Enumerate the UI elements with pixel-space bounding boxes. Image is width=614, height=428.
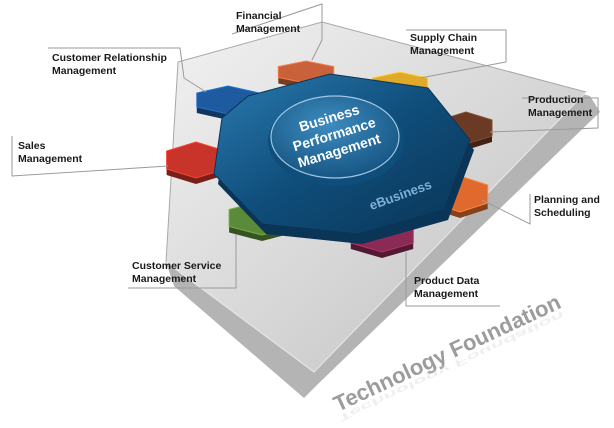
callout-financial: [231, 3, 323, 61]
label-production: Production Management: [528, 94, 592, 120]
label-customer-service: Customer Service Management: [132, 260, 221, 286]
label-financial: Financial Management: [236, 10, 300, 36]
label-planning-line1: Planning and: [534, 194, 600, 206]
label-financial-line2: Management: [236, 23, 301, 35]
label-sales-line1: Sales: [18, 140, 46, 152]
callout-product-data: [405, 252, 500, 307]
module-tile-sales: [166, 141, 226, 184]
label-production-line2: Management: [528, 107, 593, 119]
label-financial-line1: Financial: [236, 10, 282, 22]
label-crm-line1: Customer Relationship: [52, 52, 167, 64]
label-product-data-line2: Management: [414, 288, 479, 300]
label-sales: Sales Management: [18, 140, 82, 166]
callout-crm: [48, 47, 207, 93]
callout-customer-service: [128, 234, 237, 289]
label-product-data-line1: Product Data: [414, 275, 480, 287]
label-crm: Customer Relationship Management: [52, 52, 167, 78]
label-sales-line2: Management: [18, 153, 83, 165]
callout-sales: [11, 136, 169, 177]
label-production-line1: Production: [528, 94, 584, 106]
callout-production: [489, 97, 599, 133]
label-product-data: Product Data Management: [414, 275, 479, 301]
label-crm-line2: Management: [52, 65, 117, 77]
label-supply-chain-line2: Management: [410, 45, 475, 57]
label-customer-service-line1: Customer Service: [132, 260, 222, 272]
label-customer-service-line2: Management: [132, 273, 197, 285]
callout-supply-chain: [406, 29, 507, 79]
label-planning-line2: Scheduling: [534, 207, 591, 219]
callout-planning: [481, 194, 531, 225]
label-supply-chain: Supply Chain Management: [410, 32, 477, 58]
label-supply-chain-line1: Supply Chain: [410, 32, 478, 44]
label-planning: Planning and Scheduling: [534, 194, 600, 220]
callout-lines: [11, 3, 599, 307]
central-hub: Business Performance Management eBusines…: [213, 73, 474, 244]
hub-disc: [270, 95, 400, 179]
